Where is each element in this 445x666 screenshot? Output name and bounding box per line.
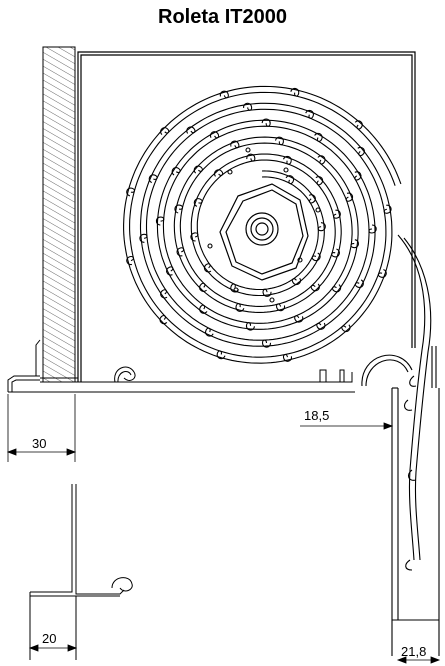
slat-hook (126, 187, 135, 197)
slat-hook (199, 282, 207, 293)
slat-hook (219, 90, 229, 99)
slat-hook (317, 222, 326, 232)
slat-hook (315, 176, 324, 186)
slat-hook (204, 327, 214, 337)
rivet (283, 167, 289, 173)
slat-hook (354, 171, 362, 181)
slat-hook (213, 169, 224, 177)
hanging-curtain (397, 234, 432, 571)
slat-hook (310, 283, 320, 292)
slat-hook (176, 247, 185, 257)
slat-hook (332, 284, 342, 293)
slat-hook (245, 322, 255, 331)
slat-hook (354, 120, 363, 130)
slat-hook (311, 252, 321, 262)
slat-hook (159, 314, 168, 325)
slat-hook (262, 288, 272, 297)
slat-hook (160, 289, 168, 299)
dimension-20-label: 20 (42, 631, 56, 646)
slat-hook (186, 126, 196, 134)
rivet (269, 297, 275, 303)
slat-hook (171, 167, 181, 176)
slat-hook (230, 140, 240, 149)
rivet (245, 147, 251, 153)
slat-hook (345, 192, 354, 202)
slat-hook (282, 353, 293, 362)
wall (42, 46, 76, 383)
slat-hook (209, 131, 220, 139)
rivet (207, 243, 213, 249)
slat-hook (203, 263, 212, 273)
slat-hook (305, 109, 314, 119)
slat-hook (193, 165, 203, 174)
rivet (315, 207, 321, 213)
slat-hook (126, 255, 134, 266)
slat-hook (357, 146, 365, 157)
dimension-18-5-label: 18,5 (304, 408, 329, 423)
slat-hook (166, 266, 174, 276)
rivet (227, 169, 233, 175)
shutter-box (77, 51, 416, 382)
slat-hook (155, 216, 165, 226)
dimension-21-8 (396, 656, 441, 664)
slat-hook (294, 315, 304, 323)
slat-hook (308, 194, 316, 204)
slat-hook (314, 132, 323, 142)
slat-hook (190, 232, 199, 242)
dimension-20 (28, 644, 78, 652)
slat-hook (377, 269, 387, 278)
slat-hook (341, 324, 351, 333)
diagram-title: Roleta IT2000 (158, 6, 287, 28)
slat-hook (193, 198, 203, 207)
slat-spiral-outer (123, 85, 402, 364)
slat-roll (123, 85, 402, 364)
slat-hook (174, 204, 184, 214)
slat-spiral-inner (129, 91, 396, 358)
slat-hook (235, 303, 245, 312)
slat-hook (160, 127, 170, 136)
slat-hook (331, 248, 340, 258)
slat-hook (246, 153, 256, 162)
dimension-21-8-label: 21,8 (401, 644, 426, 659)
dimension-30 (6, 394, 77, 462)
slat-hook (243, 102, 253, 111)
slat-hook (354, 279, 364, 289)
slat-hook (282, 155, 292, 165)
axle (219, 183, 309, 281)
slat-hook (350, 239, 359, 249)
slat-hook (274, 136, 284, 146)
box-bottom-profile (7, 339, 355, 393)
slat-hook (139, 233, 148, 243)
slat-hook (383, 204, 392, 214)
slat-hook (285, 175, 295, 185)
slat-hook (291, 277, 302, 286)
detail-bottom-profile (29, 484, 133, 660)
slat-hook (148, 174, 158, 184)
guide-rail (361, 346, 440, 656)
slat-hook (199, 304, 208, 314)
slat-hook (216, 350, 226, 360)
rivet (233, 287, 239, 293)
slat-hook (316, 322, 326, 330)
slat-hook (261, 339, 272, 348)
dimension-30-label: 30 (32, 436, 46, 451)
slat-hook (368, 224, 377, 234)
dimension-18-5 (300, 422, 394, 430)
slat-hook (290, 87, 300, 97)
slat-hook (317, 155, 326, 165)
slat-hook (333, 209, 341, 219)
slat-hook (261, 118, 271, 127)
slat-hook (275, 303, 286, 312)
